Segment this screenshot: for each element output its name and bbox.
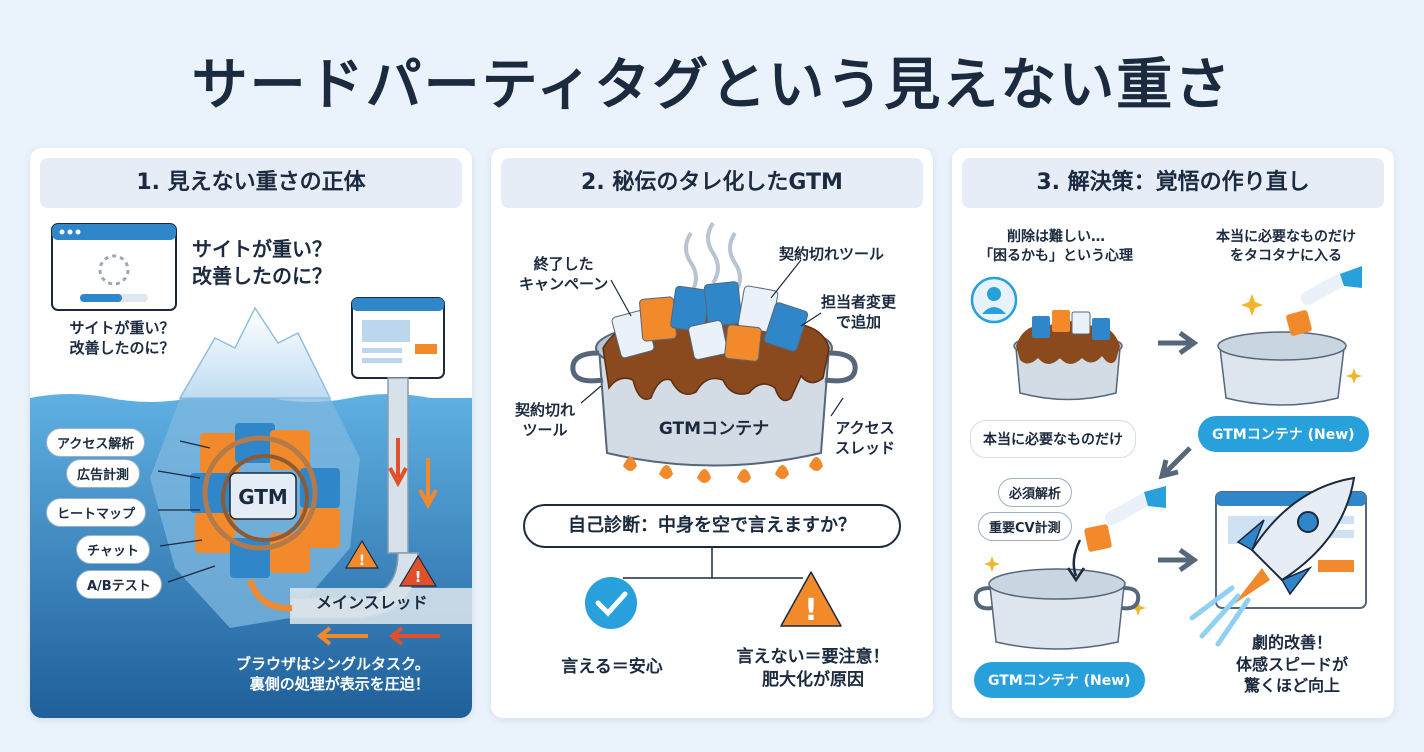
panel-solution: 3. 解決策：覚悟の作り直し xyxy=(952,148,1394,718)
pot-label: GTMコンテナ xyxy=(658,419,770,439)
browser-window-icon xyxy=(351,297,445,379)
pot-illustration: ! xyxy=(570,221,858,629)
tag-cluster xyxy=(190,423,340,578)
warning-icon: ! xyxy=(780,571,842,628)
tag-required-analytics: 必須解析 xyxy=(998,478,1073,507)
label-ended-campaign: 終了した キャンペーン xyxy=(519,255,609,294)
solution-illustration xyxy=(970,266,1367,650)
rocket-icon xyxy=(1189,476,1356,647)
ok-text: 言える＝安心 xyxy=(561,657,663,677)
check-icon xyxy=(585,577,637,629)
tag-access-analytics: アクセス解析 xyxy=(46,428,146,457)
panel-hidden-weight: 1. 見えない重さの正体 xyxy=(30,148,472,718)
svg-text:!: ! xyxy=(359,553,365,569)
svg-text:!: ! xyxy=(415,568,422,586)
label-expired-tool-top: 契約切れツール xyxy=(779,245,885,263)
select-text: 本当に必要なものだけ をタコタナに入る xyxy=(1216,229,1356,264)
panel-header: 2. 秘伝のタレ化したGTM xyxy=(501,158,923,208)
tag-heatmap: ヒートマップ xyxy=(46,498,147,527)
main-thread-pipe xyxy=(289,377,472,624)
main-thread-label: メインスレッド xyxy=(316,593,428,612)
iceberg-illustration: ! ! xyxy=(30,223,472,718)
small-question-text: サイトが重い？ 改善したのに？ xyxy=(69,319,175,358)
needed-only-bubble: 本当に必要なものだけ xyxy=(970,420,1136,458)
tag-key-cv: 重要CV計測 xyxy=(978,512,1072,541)
warning-icon: ! ! xyxy=(344,539,438,587)
panel-header: 1. 見えない重さの正体 xyxy=(40,158,462,208)
svg-text:!: ! xyxy=(804,593,818,628)
tag-ab-test: A/Bテスト xyxy=(76,570,162,599)
warn-text: 言えない＝要注意！ 肥大化が原因 xyxy=(736,647,890,690)
bubble-text: サイトが重い？ 改善したのに？ xyxy=(192,237,332,288)
gtm-label: GTM xyxy=(238,485,288,509)
caption-text: ブラウザはシングルタスク。 裏側の処理が表示を圧迫！ xyxy=(236,655,430,694)
self-diagnosis-box: 自己診断：中身を空で言えますか？ xyxy=(523,504,901,548)
tag-chat: チャット xyxy=(76,535,150,564)
tag-ad-measurement: 広告計測 xyxy=(66,459,141,488)
panel-secret-sauce: 2. 秘伝のタレ化したGTM xyxy=(491,148,933,718)
page-title: サードパーティタグという見えない重さ xyxy=(191,53,1233,118)
label-owner-change: 担当者変更 で追加 xyxy=(821,293,897,332)
psych-text: 削除は難しい… 「困るかも」という心理 xyxy=(979,229,1133,264)
container-new-badge-2: GTMコンテナ (New) xyxy=(974,662,1145,698)
label-expired-tool-left: 契約切れ ツール xyxy=(515,401,576,440)
panel-header: 3. 解決策：覚悟の作り直し xyxy=(962,158,1384,208)
loading-window-icon xyxy=(51,223,177,311)
result-text: 劇的改善！ 体感スピードが 驚くほど向上 xyxy=(1235,633,1348,696)
label-access-thread: アクセス スレッド xyxy=(835,419,896,458)
container-new-badge: GTMコンテナ (New) xyxy=(1198,416,1369,452)
person-icon xyxy=(970,276,1018,324)
